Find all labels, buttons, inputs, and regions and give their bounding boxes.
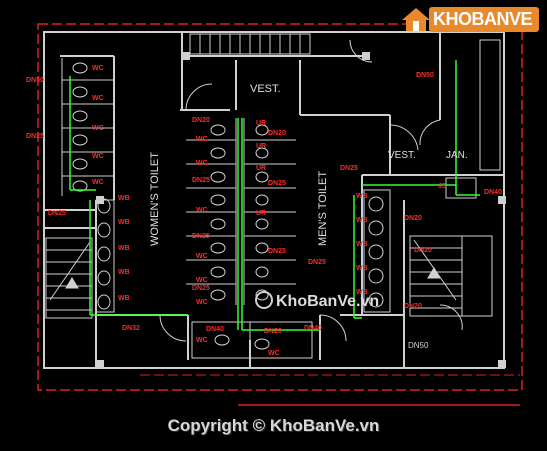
- wc-tag: WC: [196, 299, 208, 306]
- dn32-label: DN32: [122, 325, 140, 332]
- copyright-text: Copyright © KhoBanVe.vn: [167, 416, 380, 435]
- brand-name: KHOBANVE: [428, 6, 539, 32]
- dn25-label: DN25: [192, 177, 210, 184]
- dn25-label: DN25: [192, 233, 210, 240]
- wc-tag: WC: [92, 153, 104, 160]
- wc-tag: WC: [268, 350, 280, 357]
- dn50-bottom-label: DN50: [408, 341, 429, 350]
- wb-tag: WB: [118, 295, 130, 302]
- wb-tag: WB: [356, 265, 368, 272]
- wb-tag: WB: [356, 241, 368, 248]
- green-pipes: [69, 60, 480, 331]
- drawing-border: [37, 23, 523, 391]
- womens-toilet-label: WOMEN'S TOILET: [149, 152, 161, 246]
- dn40-label: DN40: [484, 189, 502, 196]
- dn20-label: DN20: [264, 328, 282, 335]
- dn20-label: DN20: [192, 117, 210, 124]
- dn50-label: DN50: [416, 72, 434, 79]
- wc-tag: WC: [196, 136, 208, 143]
- mens-toilet-label: MEN'S TOILET: [317, 171, 329, 246]
- center-stalls: [186, 118, 296, 305]
- dn25-label: DN25: [192, 285, 210, 292]
- wb-tag: WB: [118, 195, 130, 202]
- door-swings: [159, 39, 463, 342]
- dn25-label: DN25: [340, 165, 358, 172]
- wc-tag: WC: [196, 160, 208, 167]
- dn20-label: DN20: [404, 215, 422, 222]
- dn20-label: DN20: [414, 247, 432, 254]
- dn25-label: DN25: [26, 133, 44, 140]
- house-logo-icon: [401, 8, 430, 31]
- dn25-label: DN25: [268, 248, 286, 255]
- wc-tag: WC: [196, 253, 208, 260]
- dn20-label: DN20: [268, 130, 286, 137]
- wb-tag: WB: [118, 245, 130, 252]
- left-staircase: [45, 237, 93, 319]
- dn20-label: DN20: [404, 303, 422, 310]
- wc-tag: WC: [92, 125, 104, 132]
- vest-center-label: VEST.: [250, 83, 281, 95]
- ur-tag: UR: [256, 120, 266, 127]
- ur-tag: UR: [256, 210, 266, 217]
- right-staircase: [409, 235, 493, 317]
- dn40-label: DN40: [206, 326, 224, 333]
- wc-tag: WC: [92, 95, 104, 102]
- center-watermark: KhoBanVe.vn: [255, 291, 379, 310]
- brand-watermark: KHOBANVE: [401, 6, 539, 32]
- top-stair: [189, 33, 311, 55]
- ur-tag: UR: [256, 143, 266, 150]
- wb-tag: WB: [118, 219, 130, 226]
- wc-tag: WC: [196, 277, 208, 284]
- ur-tag: UR: [256, 165, 266, 172]
- vest-right-label: VEST.: [388, 150, 416, 161]
- wb-tag: WB: [356, 289, 368, 296]
- dn25-label: DN25: [268, 180, 286, 187]
- center-watermark-text: KhoBanVe.vn: [276, 293, 379, 310]
- js-label: JS: [438, 183, 447, 190]
- jan-label: JAN.: [446, 150, 468, 161]
- dn50-label: DN50: [26, 77, 44, 84]
- men-basins: [363, 189, 391, 313]
- dn25-label: DN25: [48, 210, 66, 217]
- women-basins: [95, 198, 115, 313]
- dn40-label: DN40: [304, 325, 322, 332]
- bottom-stalls: [191, 321, 313, 359]
- wc-tag: WC: [92, 179, 104, 186]
- wc-tag: WC: [92, 65, 104, 72]
- fixture-tags: WC WC WC WC WC WB WB WB WB WB UR UR UR U…: [92, 65, 368, 357]
- wc-tag: WC: [196, 207, 208, 214]
- jan-room: [445, 39, 501, 199]
- pipe-labels: DN50 DN25 DN25 DN32 DN40 DN20 DN40 DN25 …: [26, 72, 502, 335]
- wb-tag: WB: [356, 193, 368, 200]
- wc-tag: WC: [196, 337, 208, 344]
- wb-tag: WB: [118, 269, 130, 276]
- dn25-label: DN25: [308, 259, 326, 266]
- wb-tag: WB: [356, 217, 368, 224]
